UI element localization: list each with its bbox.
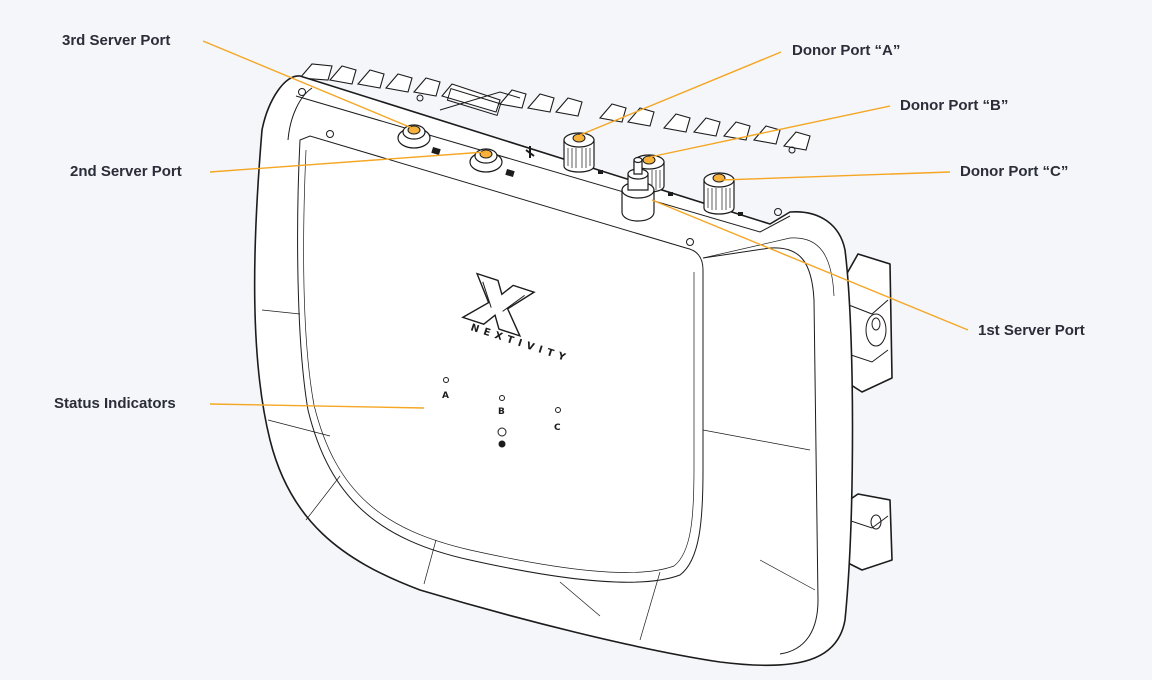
server-port-1-connector	[621, 156, 655, 222]
leader-server-port-3	[202, 40, 413, 129]
device-housing	[253, 75, 854, 667]
led-label-c: C	[554, 423, 561, 433]
label-donor-port-a: Donor Port “A”	[792, 42, 901, 59]
server-port-3-connector	[397, 124, 431, 149]
leader-donor-port-b	[649, 105, 891, 158]
donor-port-a-connector	[563, 132, 595, 173]
led-label-b: B	[498, 407, 505, 417]
nextivity-logo-mark	[461, 272, 536, 338]
leader-status-indicators	[209, 403, 425, 409]
status-indicator-leds: A B C	[442, 377, 561, 448]
label-server-port-3: 3rd Server Port	[62, 32, 171, 49]
label-server-port-1: 1st Server Port	[978, 322, 1085, 339]
led-label-a: A	[442, 391, 449, 401]
label-status-indicators: Status Indicators	[54, 395, 176, 412]
housing-screws	[298, 88, 796, 246]
leader-donor-port-a	[579, 51, 782, 136]
label-donor-port-b: Donor Port “B”	[900, 97, 1009, 114]
leader-donor-port-c	[720, 171, 951, 181]
label-donor-port-c: Donor Port “C”	[960, 163, 1069, 180]
leader-server-port-2	[209, 151, 486, 173]
port-markers	[431, 146, 743, 216]
label-server-port-2: 2nd Server Port	[70, 163, 182, 180]
callout-leader-lines	[202, 40, 969, 409]
leader-server-port-1	[651, 199, 969, 331]
